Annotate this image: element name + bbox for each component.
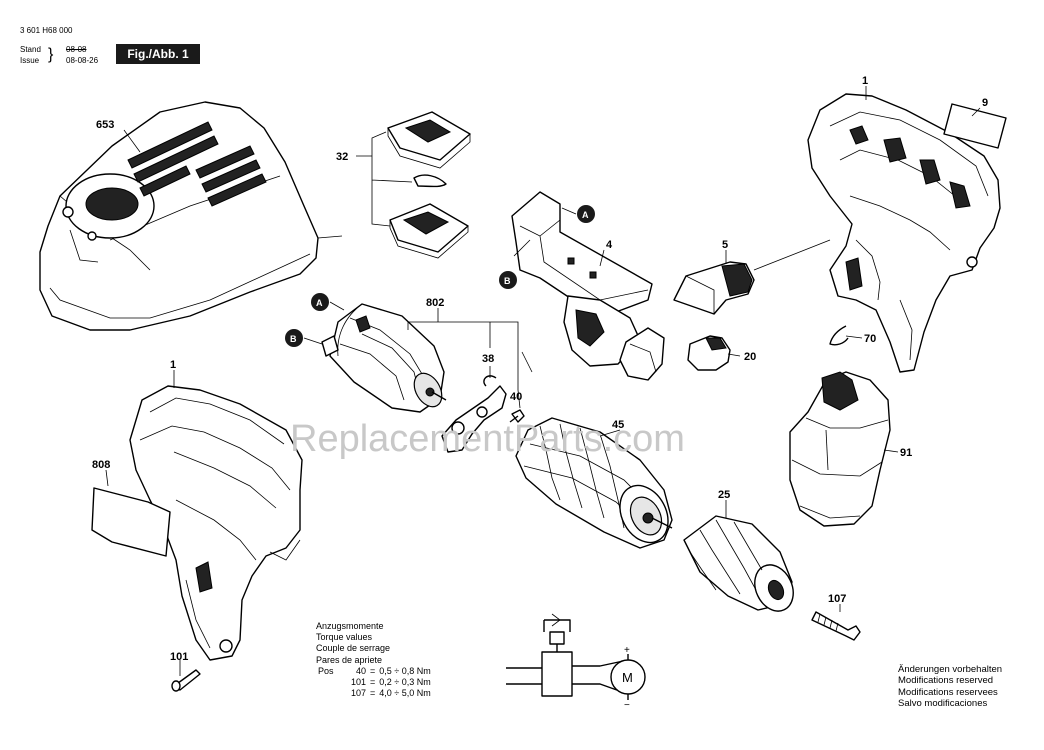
connector-a-text-right: A [582, 210, 589, 220]
connector-b-text-right: B [504, 276, 511, 286]
stand-value: 08-08 [66, 45, 87, 54]
wiring-schematic: M + − [506, 613, 646, 711]
switch-part-4 [511, 191, 665, 381]
table-row: 107 = 4,0 ÷ 5,0 Nm [316, 688, 433, 699]
notice-es: Salvo modificaciones [898, 697, 988, 709]
part-label-107: 107 [828, 593, 846, 605]
torque-title-fr: Couple de serrage [316, 643, 391, 654]
table-row: Pos 40 = 0,5 ÷ 0,8 Nm [316, 666, 433, 677]
torque-table: Pos 40 = 0,5 ÷ 0,8 Nm 101 = 0,2 ÷ 0,3 Nm… [316, 666, 433, 700]
part-label-101: 101 [170, 651, 188, 663]
torque-pos-label: Pos [318, 665, 334, 676]
torque-title-en: Torque values [316, 632, 373, 643]
screw-part-40 [509, 409, 525, 423]
part-label-1-top: 1 [862, 75, 868, 87]
gearbox-part-45 [515, 417, 673, 549]
label-part-9 [943, 103, 1007, 149]
equals-sign: = [370, 677, 376, 688]
motor-part-802 [321, 303, 447, 413]
motor-plate-part-38 [441, 375, 507, 453]
schematic-minus: − [624, 700, 630, 711]
modifications-notice: Änderungen vorbehalten Modifications res… [898, 664, 1002, 709]
part-label-70: 70 [864, 333, 876, 345]
header-brace: } [48, 46, 54, 63]
connector-b-marker-left [285, 329, 303, 347]
connector-a-text-left: A [316, 298, 323, 308]
spring-part-70 [829, 325, 849, 346]
part-label-802: 802 [426, 297, 444, 309]
equals-sign: = [370, 665, 376, 676]
connector-b-text-left: B [290, 334, 297, 344]
part-label-40: 40 [510, 391, 522, 403]
part-label-91: 91 [900, 447, 912, 459]
part-label-5: 5 [722, 239, 728, 251]
battery-part-91 [789, 371, 891, 527]
part-label-20: 20 [744, 351, 756, 363]
part-label-808: 808 [92, 459, 110, 471]
schematic-plus: + [624, 645, 630, 656]
torque-pos: 101 [350, 677, 366, 688]
chuck-part-25 [683, 515, 794, 612]
trigger-part-5 [673, 261, 755, 315]
notice-de: Änderungen vorbehalten [898, 664, 1003, 675]
torque-value: 0,2 ÷ 0,3 Nm [379, 677, 431, 688]
issue-label: Issue [20, 56, 40, 65]
part-label-4: 4 [606, 239, 613, 251]
torque-title-es: Pares de apriete [316, 654, 383, 665]
torque-value: 4,0 ÷ 5,0 Nm [379, 688, 431, 699]
connector-a-marker-right [577, 205, 595, 223]
issue-value: 08-08-26 [66, 56, 99, 65]
torque-pos: 107 [350, 688, 366, 699]
motor-symbol-label: M [622, 670, 633, 685]
part-label-38: 38 [482, 353, 494, 365]
connector-b-marker-right [499, 271, 517, 289]
screw-part-107 [811, 611, 861, 641]
connector-a-marker-left [311, 293, 329, 311]
part-label-25: 25 [718, 489, 730, 501]
equals-sign: = [370, 688, 376, 699]
table-row: 101 = 0,2 ÷ 0,3 Nm [316, 677, 433, 688]
notice-en: Modifications reserved [898, 675, 994, 687]
stand-label: Stand [20, 45, 41, 54]
part-number-labels: 653 32 4 1 9 5 70 20 802 38 40 45 91 1 8… [92, 75, 988, 663]
torque-pos: 40 [355, 665, 366, 676]
figure-label: Fig./Abb. 1 [116, 44, 200, 64]
direction-switch-part-20 [687, 335, 731, 371]
screw-part-101 [171, 669, 201, 692]
part-label-32: 32 [336, 151, 348, 163]
part-label-1-left: 1 [170, 359, 176, 371]
empty-cell [316, 677, 346, 688]
part-label-9: 9 [982, 97, 988, 109]
contact-set-part-32 [387, 111, 471, 259]
part-label-653: 653 [96, 119, 114, 131]
empty-cell [316, 688, 346, 699]
charger-part-653 [39, 101, 343, 331]
label-part-808 [91, 487, 171, 557]
notice-fr: Modifications reservees [898, 686, 998, 698]
torque-values-block: Anzugsmomente Torque values Couple de se… [316, 621, 433, 699]
part-label-45: 45 [612, 419, 624, 431]
watermark: ReplacementParts.com [290, 418, 685, 460]
torque-title-de: Anzugsmomente [316, 621, 384, 631]
motor-symbol-icon [610, 659, 646, 695]
housing-half-part-1-top [807, 93, 1001, 373]
torque-value: 0,5 ÷ 0,8 Nm [379, 665, 431, 676]
connector-markers: A B A B [285, 205, 595, 347]
doc-number: 3 601 H68 000 [20, 26, 73, 35]
leader-lines [105, 86, 981, 676]
